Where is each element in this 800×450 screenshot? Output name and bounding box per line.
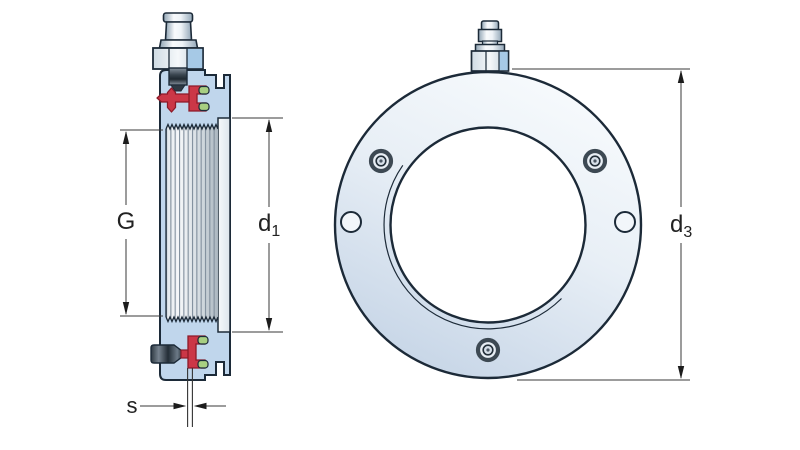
nipple-barrel [477,28,503,43]
arrow-up-icon [677,70,685,83]
nipple-collar [158,39,199,49]
nipple-cap [480,20,500,31]
nut-facet [499,51,508,71]
o-ring [197,359,209,369]
thread-crest-top [165,122,219,131]
bottom-oil-duct [150,335,209,427]
stud-tip [170,84,186,92]
bore [389,126,587,324]
internal-thread-hatch [165,122,219,324]
dimension-s: s [127,393,226,418]
screw-icon [368,148,394,174]
arrow-down-icon [265,318,273,331]
arrow-up-icon [122,131,130,144]
nipple-barrel [164,21,193,41]
flange-face [217,117,231,333]
arrow-left-icon [193,402,207,410]
grease-nipple-icon [470,20,510,72]
hole-icon [340,211,362,233]
top-oil-duct [156,67,210,113]
o-ring [198,85,210,95]
thread-crest-bottom [165,315,219,324]
dimension-d3: d3 [512,68,692,381]
steel-plug [150,344,183,364]
nut-facet [187,48,203,69]
hole-icon [614,211,636,233]
label-G: G [117,208,136,235]
nipple-stud [168,67,188,86]
section-view: G d1 s [117,12,283,427]
arrow-down-icon [122,302,130,315]
nipple-cap [162,12,194,23]
arrow-up-icon [265,119,273,132]
grease-nipple-icon [152,12,204,70]
arrow-right-icon [173,402,187,410]
screw-icon [582,148,608,174]
o-ring [198,102,210,112]
arrow-down-icon [677,366,685,379]
duct-cross [156,87,191,113]
o-ring [197,335,209,345]
front-view: d3 [333,20,692,381]
label-s: s [127,393,138,418]
label-d3: d3 [670,211,692,241]
chamfer-arc [383,164,562,330]
dimension-G: G [117,129,163,317]
label-d1: d1 [258,210,280,240]
screw-icon [475,337,501,363]
dimension-d1: d1 [232,117,283,333]
